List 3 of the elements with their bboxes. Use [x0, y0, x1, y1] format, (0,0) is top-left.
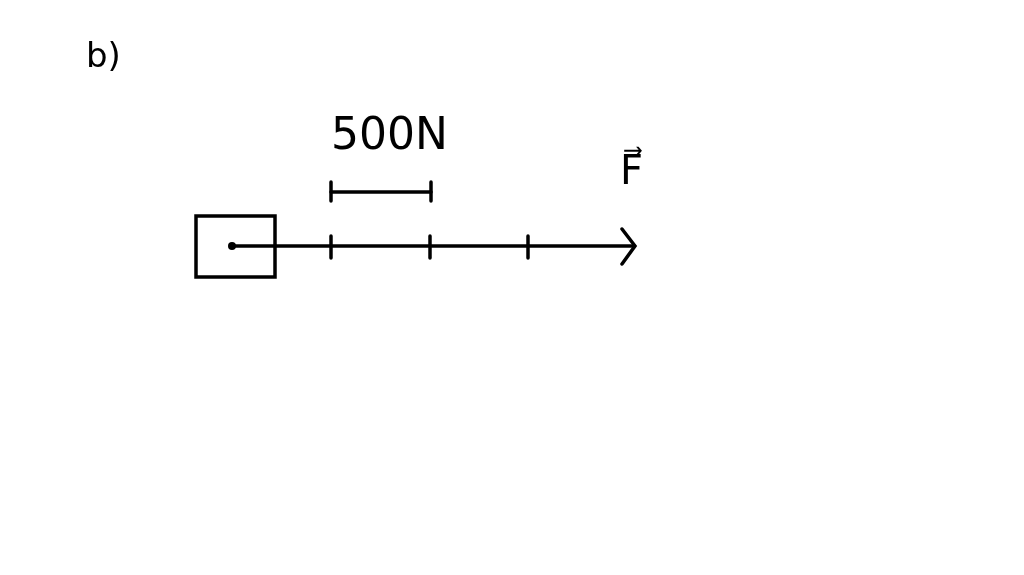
- scale-label: 500N: [331, 112, 448, 156]
- panel-label: b): [86, 38, 121, 72]
- object-box: [194, 214, 277, 279]
